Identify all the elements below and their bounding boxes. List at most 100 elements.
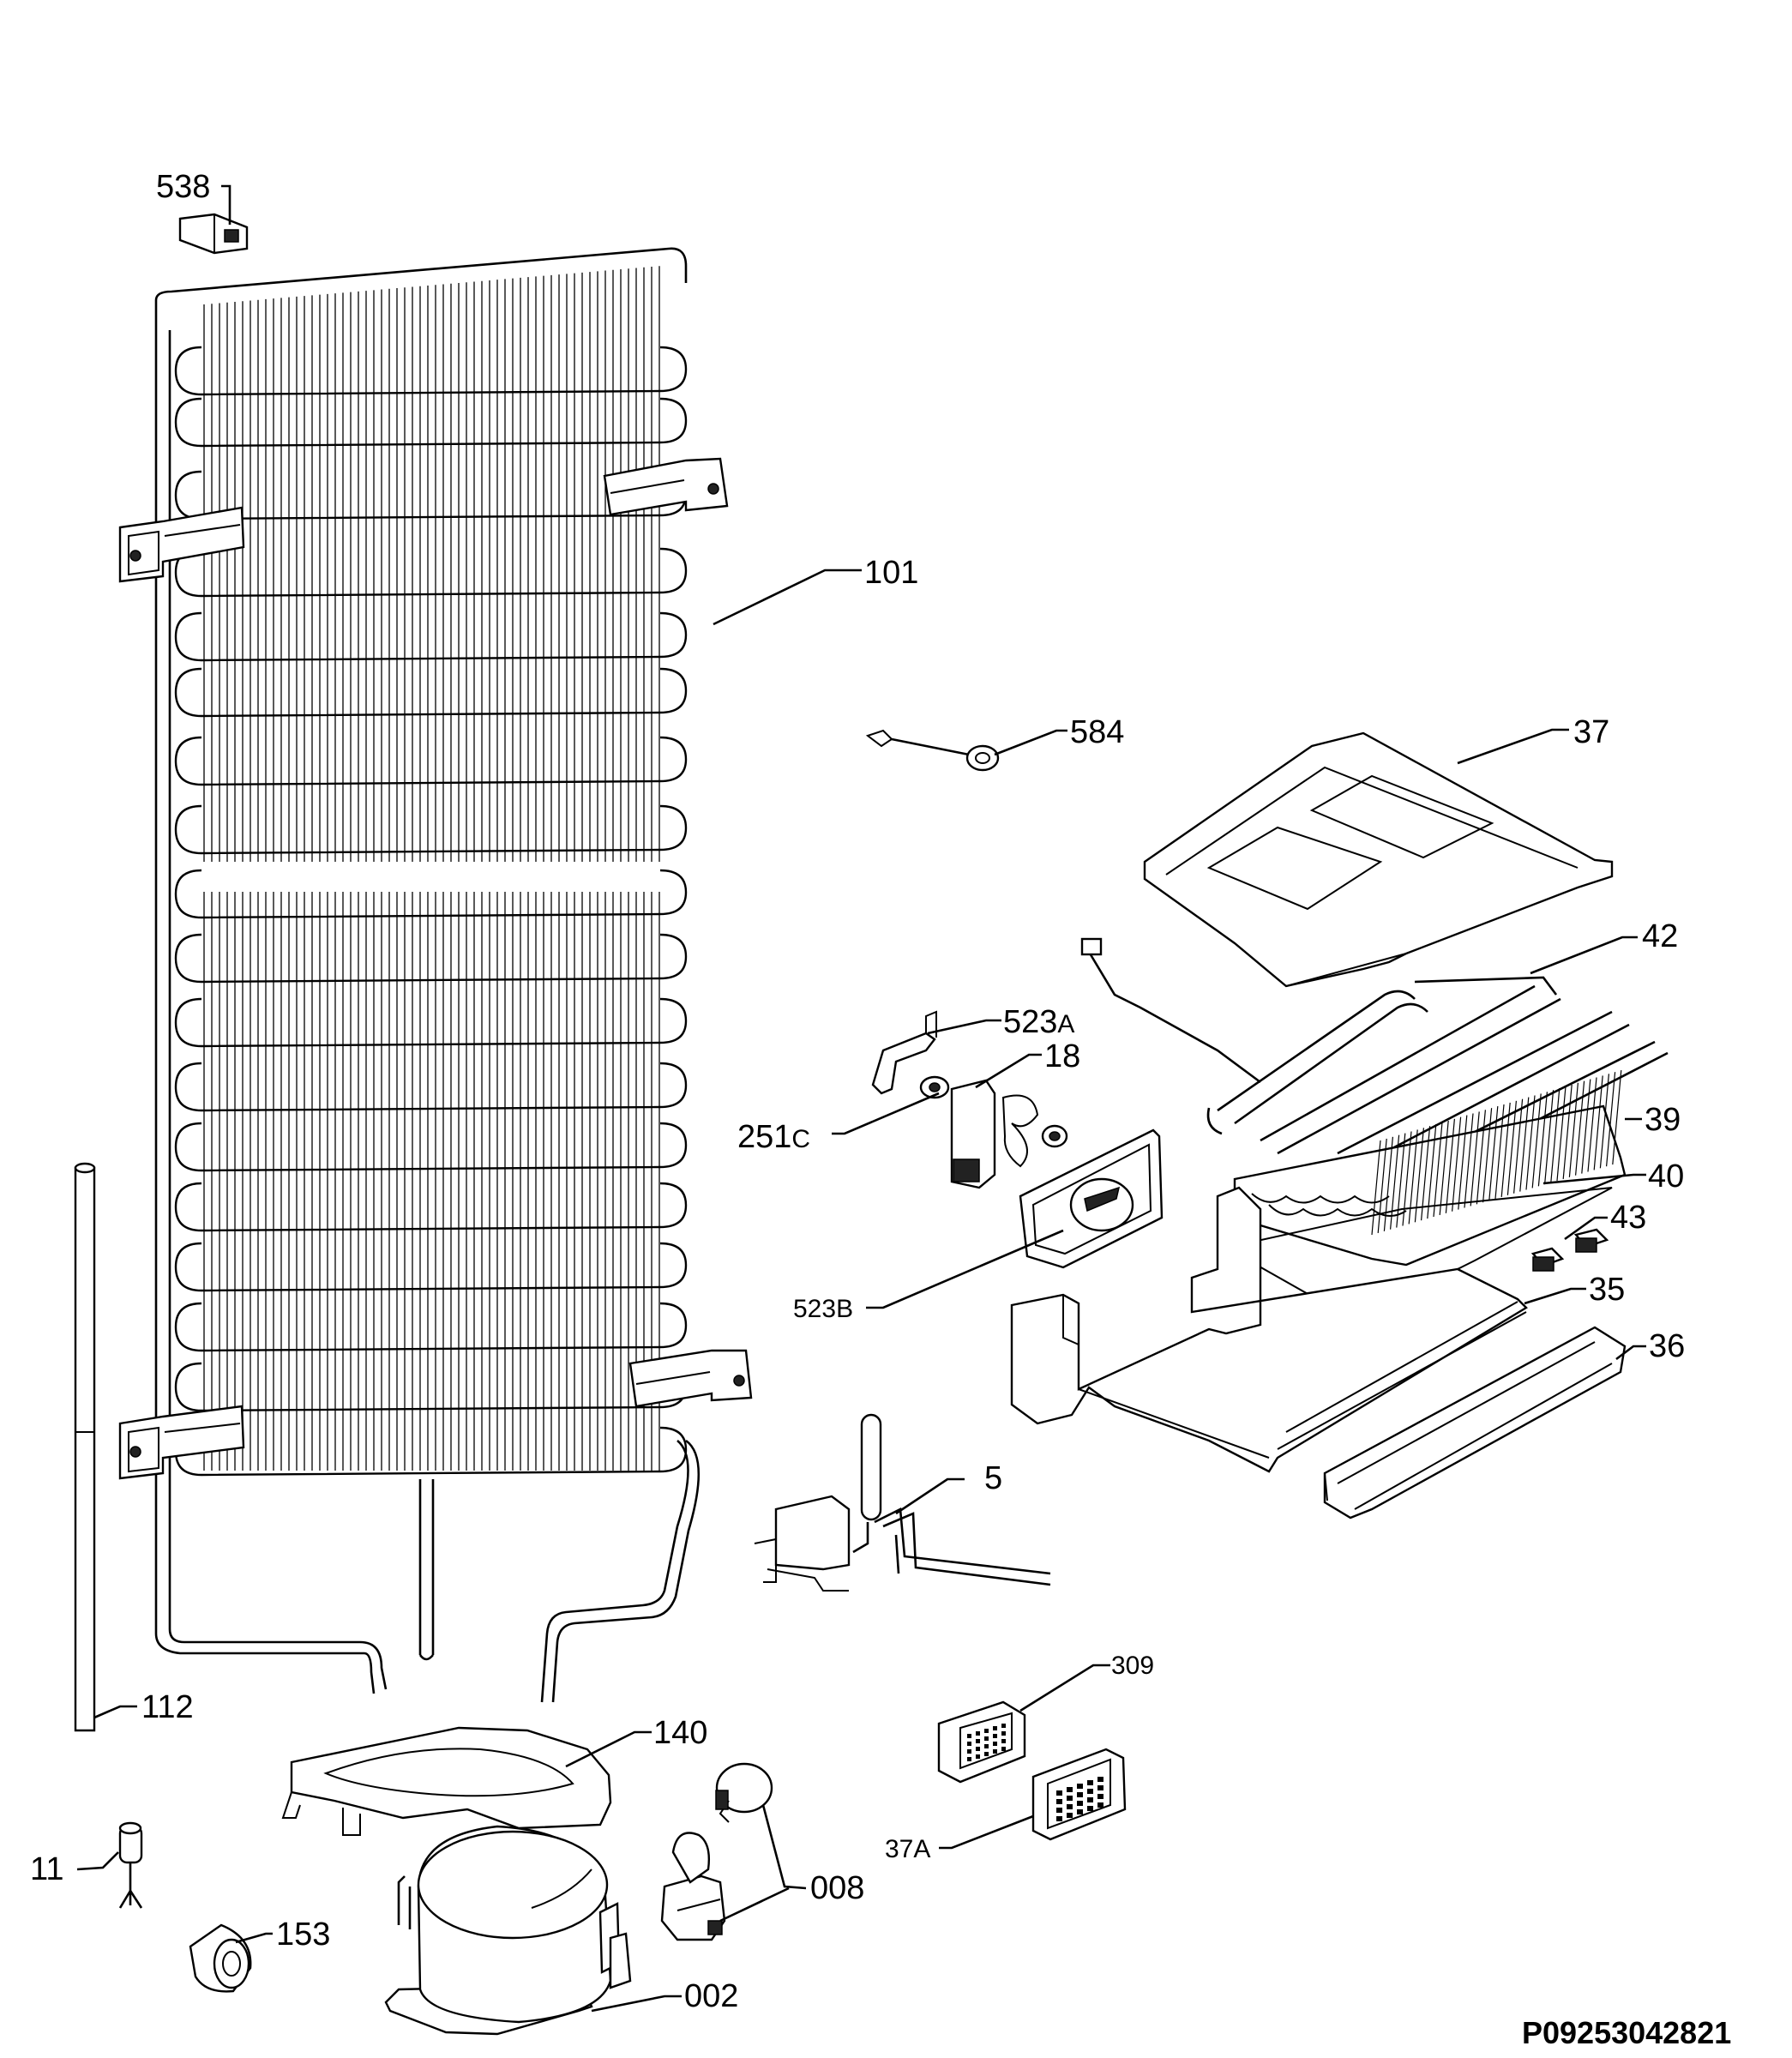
label-37a: 37A — [885, 1835, 930, 1863]
label-37a-main: 37 — [885, 1835, 913, 1863]
label-523b: 523B — [793, 1295, 853, 1323]
display-segment — [1087, 1789, 1093, 1794]
drawing-stroke — [1575, 1080, 1585, 1176]
condenser-coil — [174, 1182, 688, 1232]
label-251c-main: 251 — [737, 1119, 791, 1155]
label-584: 584 — [1070, 714, 1124, 750]
grommet-251c-drawing — [919, 1075, 950, 1099]
module-pin — [984, 1729, 989, 1733]
overload-relay-008-drawing — [660, 1762, 773, 1941]
module-pin — [1001, 1747, 1006, 1751]
module-pin — [984, 1752, 989, 1756]
drawing-stroke — [1445, 1118, 1455, 1213]
module-pin — [976, 1731, 980, 1736]
module-pin — [1001, 1739, 1006, 1743]
module-pin — [976, 1747, 980, 1751]
drawing-stroke — [1593, 1075, 1603, 1170]
bushing-153-drawing — [189, 1923, 252, 1993]
drawing-stroke — [1433, 1122, 1443, 1218]
drawing-stroke — [1452, 1116, 1462, 1212]
label-18: 18 — [1044, 1038, 1080, 1074]
drawing-stroke — [1537, 1092, 1548, 1187]
label-101: 101 — [864, 555, 918, 591]
module-pin — [993, 1749, 997, 1754]
label-37a-suffix: A — [913, 1835, 930, 1863]
display-segment — [1097, 1802, 1103, 1808]
drawing-stroke — [1482, 1108, 1493, 1203]
label-523b-suffix: B — [836, 1295, 853, 1323]
label-523b-main: 523 — [793, 1295, 836, 1323]
drawing-stroke — [1506, 1100, 1517, 1195]
display-segment — [1077, 1801, 1083, 1806]
drawing-stroke — [1550, 1088, 1560, 1183]
bracket-right-top — [603, 457, 729, 516]
tray-35-drawing — [1010, 1186, 1528, 1473]
label-11: 11 — [30, 1851, 63, 1887]
drawing-stroke — [1377, 1138, 1387, 1233]
drawing-stroke — [1519, 1097, 1530, 1192]
label-153: 153 — [276, 1917, 330, 1953]
display-segment — [1056, 1790, 1062, 1796]
module-pin — [984, 1744, 989, 1748]
leader-lines — [76, 184, 1646, 2013]
sensor-584-drawing — [865, 729, 1000, 772]
drawing-stroke — [1494, 1104, 1505, 1200]
label-36: 36 — [1649, 1328, 1685, 1364]
drawing-stroke — [1488, 1106, 1499, 1201]
label-002: 002 — [684, 1978, 738, 2014]
condenser-coil — [174, 1242, 688, 1292]
display-segment — [1056, 1816, 1062, 1821]
display-segment — [1077, 1809, 1083, 1814]
drawing-stroke — [1421, 1126, 1431, 1221]
callout-labels: 538 101 584 37 42 523A 18 251C 39 40 43 … — [30, 169, 1731, 2050]
module-pin — [1001, 1731, 1006, 1736]
drawing-stroke — [1562, 1084, 1573, 1179]
label-42: 42 — [1642, 918, 1678, 954]
condenser-coil — [174, 611, 688, 662]
display-segment — [1087, 1797, 1093, 1802]
compressor-002-drawing — [384, 1825, 632, 2036]
drawing-stroke — [1525, 1095, 1536, 1190]
bracket-523a-drawing — [871, 1010, 937, 1095]
bracket-left-bottom — [118, 1405, 245, 1480]
display-segment — [1077, 1792, 1083, 1797]
fan-cover-523b-drawing — [1019, 1128, 1164, 1269]
condenser-coil — [174, 1362, 688, 1412]
bracket-left-top — [118, 506, 245, 583]
drawing-stroke — [1458, 1115, 1468, 1210]
condenser-coil — [174, 1062, 688, 1112]
label-523a-main: 523 — [1003, 1004, 1057, 1040]
module-pin — [967, 1757, 971, 1761]
condenser-coil — [174, 1122, 688, 1172]
display-segment — [1077, 1784, 1083, 1789]
drawing-stroke — [1612, 1070, 1622, 1165]
condenser-coil — [174, 804, 688, 855]
module-pin — [967, 1734, 971, 1738]
condenser-coil — [174, 547, 688, 598]
drawing-stroke — [1531, 1093, 1542, 1188]
drawing-stroke — [1396, 1133, 1406, 1228]
module-pin — [993, 1734, 997, 1738]
module-pin — [976, 1754, 980, 1759]
condenser-coil — [174, 933, 688, 984]
module-pin — [993, 1742, 997, 1746]
display-segment — [1087, 1780, 1093, 1785]
label-39: 39 — [1645, 1102, 1681, 1138]
drawing-stroke — [1581, 1079, 1591, 1174]
drawing-stroke — [1476, 1110, 1486, 1205]
label-538: 538 — [156, 169, 210, 205]
drawing-stroke — [1606, 1072, 1616, 1167]
display-37a-drawing — [1031, 1748, 1127, 1841]
compressor-base-140-drawing — [281, 1726, 612, 1836]
display-segment — [1067, 1804, 1073, 1809]
label-523a-suffix: A — [1057, 1010, 1074, 1038]
module-pin — [1001, 1724, 1006, 1728]
display-segment — [1067, 1813, 1073, 1818]
display-segment — [1087, 1806, 1093, 1811]
display-segment — [1067, 1796, 1073, 1801]
condenser-drawing — [118, 247, 753, 1703]
label-112: 112 — [141, 1689, 194, 1725]
module-pin — [976, 1739, 980, 1743]
display-segment — [1097, 1777, 1103, 1782]
